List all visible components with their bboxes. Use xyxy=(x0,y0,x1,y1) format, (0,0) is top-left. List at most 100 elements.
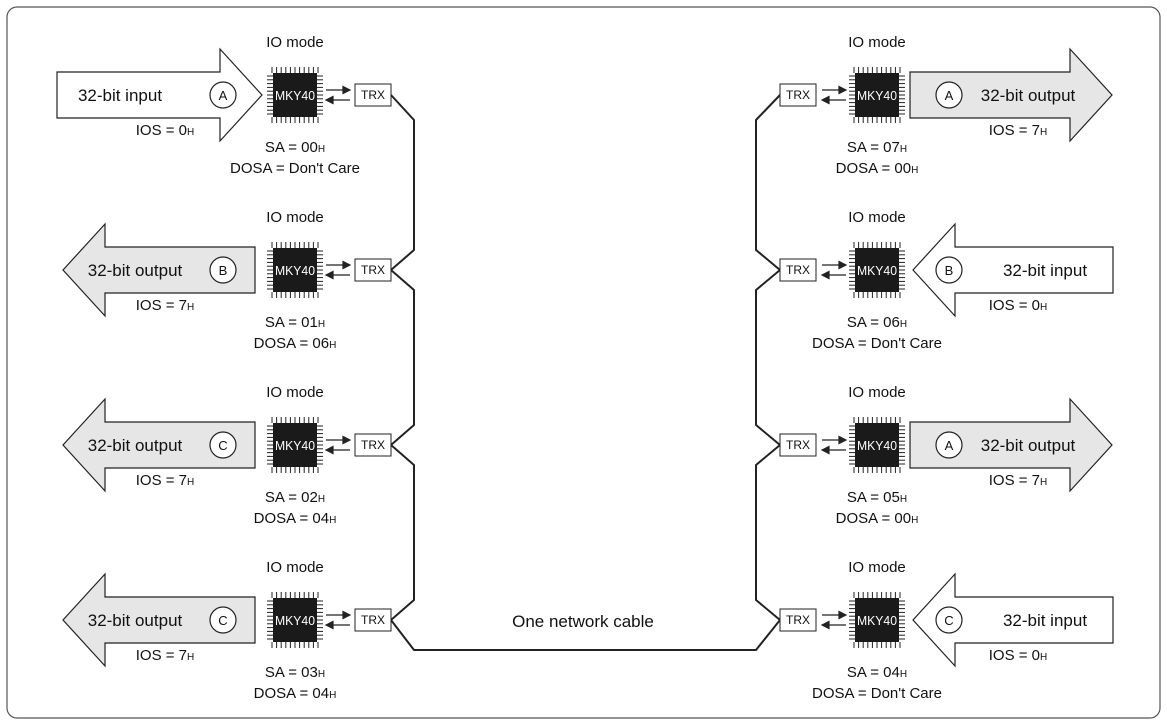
circle-letter: A xyxy=(945,88,954,103)
trx-transceiver: TRX xyxy=(779,608,817,632)
circle-marker: A xyxy=(935,81,963,109)
circle-shape xyxy=(935,81,963,109)
hex-suffix: H xyxy=(900,669,907,680)
arrow-right-shape xyxy=(56,47,263,143)
circle-letter: B xyxy=(945,263,954,278)
hex-suffix: H xyxy=(187,302,194,313)
sa-label-value: SA = 04 xyxy=(847,664,900,681)
hex-suffix: H xyxy=(329,340,336,351)
chip-label: MKY40 xyxy=(857,438,897,453)
io-mode-label: IO mode xyxy=(266,34,324,51)
chip-label: MKY40 xyxy=(857,613,897,628)
arrow-label: 32-bit input xyxy=(1003,261,1087,280)
circle-shape xyxy=(935,606,963,634)
hex-suffix: H xyxy=(1040,302,1047,313)
hex-suffix: H xyxy=(187,652,194,663)
ios-label: IOS = 7H xyxy=(989,472,1048,489)
arrow-label: 32-bit input xyxy=(1003,611,1087,630)
input-arrow: B 32-bit input xyxy=(912,222,1114,318)
arrow-left-shape xyxy=(912,222,1114,318)
ios-label: IOS = 0H xyxy=(989,297,1048,314)
mky40-chip: MKY40 xyxy=(267,592,323,648)
ios-label-value: IOS = 7 xyxy=(136,647,187,664)
trx-box xyxy=(779,433,817,457)
io-mode-label: IO mode xyxy=(266,559,324,576)
sa-label: SA = 06H xyxy=(847,314,907,331)
circle-marker: A xyxy=(209,81,237,109)
hex-suffix: H xyxy=(318,144,325,155)
arrow-left-shape xyxy=(62,222,256,318)
trx-box xyxy=(354,608,392,632)
chip-label: MKY40 xyxy=(857,263,897,278)
chip-pins xyxy=(267,67,323,123)
signal-arrows xyxy=(820,260,848,280)
ios-label-value: IOS = 7 xyxy=(136,297,187,314)
sa-label-value: SA = 05 xyxy=(847,489,900,506)
dosa-label: DOSA = 06H xyxy=(254,335,337,352)
trx-transceiver: TRX xyxy=(354,258,392,282)
chip-body xyxy=(855,248,899,292)
trx-transceiver: TRX xyxy=(354,433,392,457)
chip-label: MKY40 xyxy=(275,438,315,453)
trx-transceiver: TRX xyxy=(779,258,817,282)
trx-box xyxy=(354,258,392,282)
ios-label: IOS = 0H xyxy=(136,122,195,139)
sa-label-value: SA = 07 xyxy=(847,139,900,156)
hex-suffix: H xyxy=(1040,477,1047,488)
circle-shape xyxy=(209,256,237,284)
circle-letter: C xyxy=(218,613,227,628)
signal-arrows xyxy=(820,610,848,630)
io-mode-label: IO mode xyxy=(266,209,324,226)
trx-transceiver: TRX xyxy=(354,608,392,632)
chip-pins xyxy=(267,242,323,298)
arrow-label: 32-bit output xyxy=(981,86,1076,105)
dosa-label: DOSA = Don't Care xyxy=(812,335,942,352)
dosa-label: DOSA = 04H xyxy=(254,510,337,527)
circle-shape xyxy=(935,431,963,459)
arrow-left-shape xyxy=(62,397,256,493)
ios-label: IOS = 0H xyxy=(989,647,1048,664)
chip-pins xyxy=(849,242,905,298)
trx-transceiver: TRX xyxy=(779,83,817,107)
mky40-chip: MKY40 xyxy=(849,417,905,473)
chip-body xyxy=(855,598,899,642)
circle-letter: A xyxy=(945,438,954,453)
chip-pins xyxy=(849,592,905,648)
io-mode-label: IO mode xyxy=(848,34,906,51)
ios-label-value: IOS = 7 xyxy=(136,472,187,489)
circle-letter: C xyxy=(944,613,953,628)
chip-label: MKY40 xyxy=(275,263,315,278)
circle-shape xyxy=(209,81,237,109)
arrow-label: 32-bit output xyxy=(88,436,183,455)
sa-label-value: SA = 06 xyxy=(847,314,900,331)
mky40-chip: MKY40 xyxy=(267,67,323,123)
chip-body xyxy=(855,73,899,117)
input-arrow: C 32-bit input xyxy=(912,572,1114,668)
dosa-label: DOSA = Don't Care xyxy=(812,685,942,702)
chip-pins xyxy=(267,417,323,473)
trx-label: TRX xyxy=(361,88,385,102)
trx-label: TRX xyxy=(361,613,385,627)
dosa-label-value: DOSA = 04 xyxy=(254,685,329,702)
chip-label: MKY40 xyxy=(275,613,315,628)
hex-suffix: H xyxy=(318,494,325,505)
chip-label: MKY40 xyxy=(857,88,897,103)
cable-label: One network cable xyxy=(512,612,654,631)
trx-box xyxy=(779,258,817,282)
sa-label: SA = 01H xyxy=(265,314,325,331)
trx-box xyxy=(779,83,817,107)
signal-arrows xyxy=(820,85,848,105)
output-arrow: A 32-bit output xyxy=(909,47,1113,143)
arrow-right-shape xyxy=(909,47,1113,143)
hex-suffix: H xyxy=(900,494,907,505)
trx-box xyxy=(779,608,817,632)
sa-label: SA = 02H xyxy=(265,489,325,506)
cable-path xyxy=(390,94,781,651)
trx-box xyxy=(354,83,392,107)
signal-arrows xyxy=(324,260,352,280)
ios-label: IOS = 7H xyxy=(136,297,195,314)
circle-marker: B xyxy=(935,256,963,284)
